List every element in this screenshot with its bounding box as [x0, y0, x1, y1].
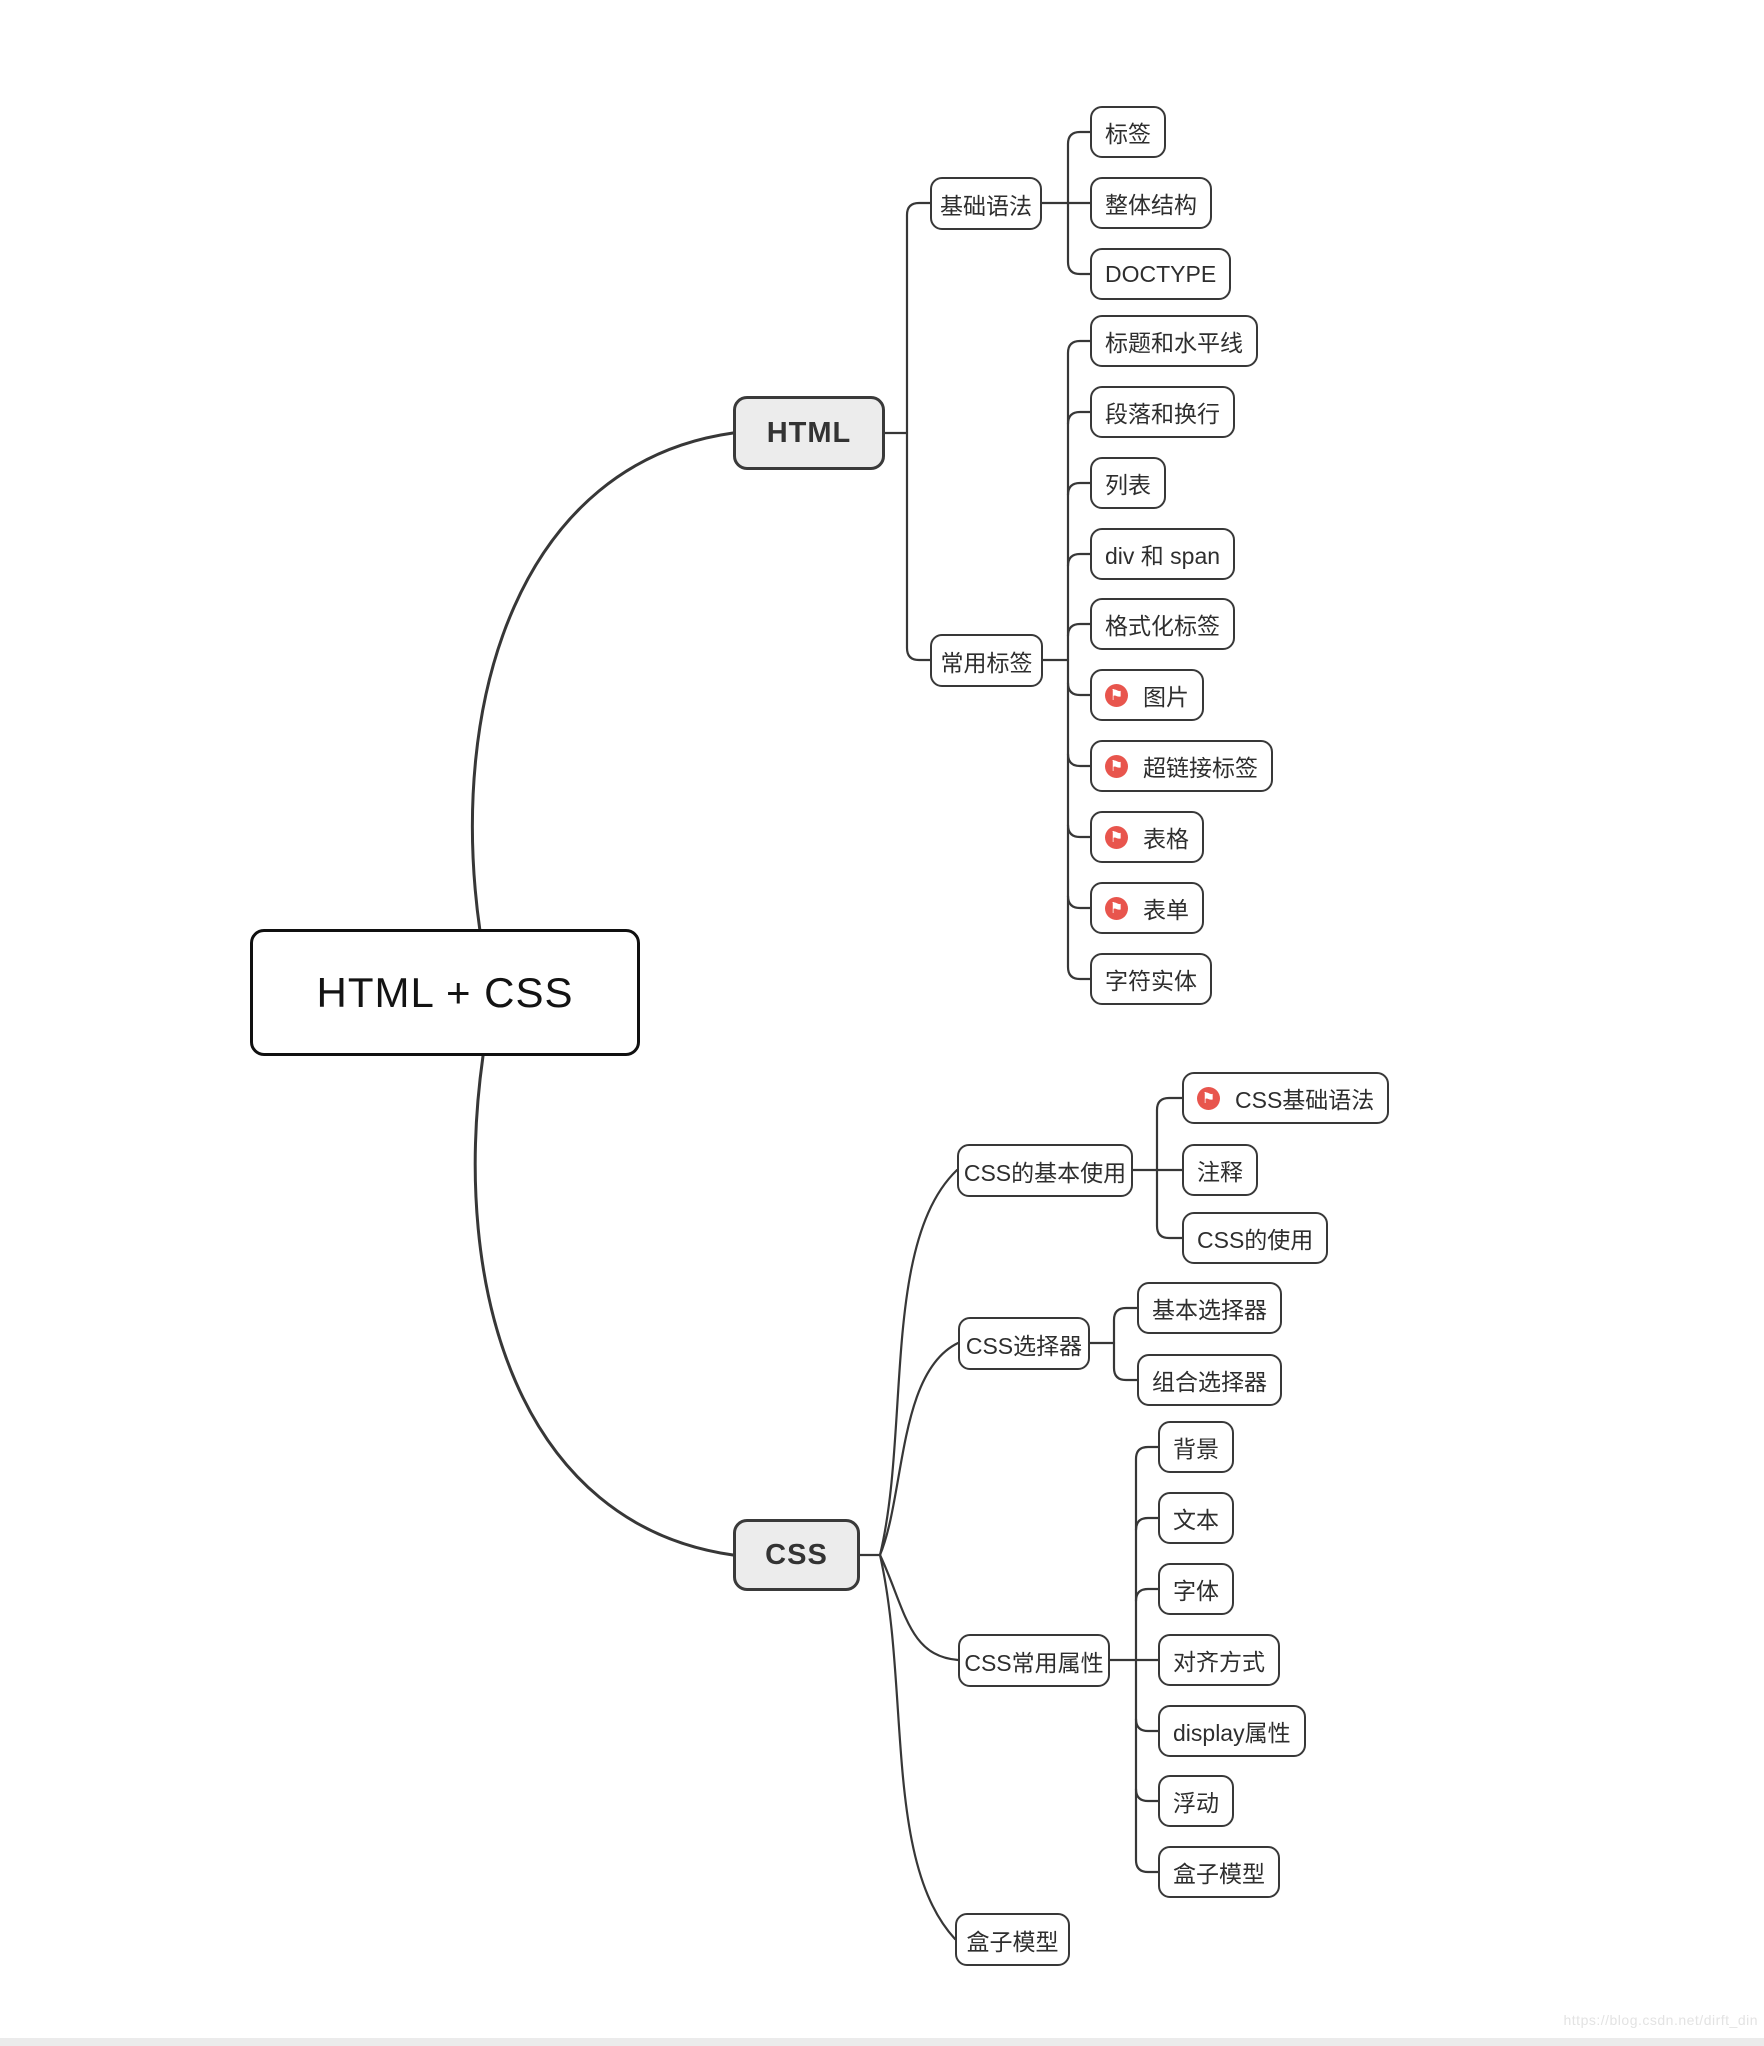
node-box-model[interactable]: 盒子模型	[1158, 1846, 1280, 1898]
node-css[interactable]: CSS	[733, 1519, 860, 1591]
flag-icon: ⚑	[1197, 1086, 1220, 1110]
node-label: CSS的使用	[1197, 1227, 1314, 1253]
node-background[interactable]: 背景	[1158, 1421, 1234, 1473]
node-basic-selector[interactable]: 基本选择器	[1137, 1282, 1282, 1334]
node-css-label: CSS	[765, 1538, 828, 1571]
node-label: 常用标签	[940, 649, 1033, 676]
node-label: CSS的基本使用	[963, 1159, 1127, 1186]
node-char-entity[interactable]: 字符实体	[1090, 953, 1212, 1005]
node-css-selectors[interactable]: CSS选择器	[958, 1317, 1090, 1370]
node-common-tags[interactable]: 常用标签	[930, 634, 1043, 687]
node-label: 段落和换行	[1105, 401, 1220, 427]
node-label: 基本选择器	[1152, 1297, 1267, 1323]
node-label: 盒子模型	[966, 1928, 1059, 1955]
node-label: 字符实体	[1105, 968, 1197, 994]
node-label: 格式化标签	[1105, 613, 1220, 639]
node-css-basic-syntax[interactable]: ⚑ CSS基础语法	[1182, 1072, 1390, 1124]
node-heading-hr[interactable]: 标题和水平线	[1090, 315, 1258, 367]
node-label: 图片	[1143, 684, 1189, 710]
node-tags[interactable]: 标签	[1090, 106, 1166, 158]
node-label: 表单	[1143, 897, 1189, 923]
node-label: 表格	[1143, 826, 1189, 852]
node-comment[interactable]: 注释	[1182, 1144, 1258, 1196]
node-box-model-branch[interactable]: 盒子模型	[955, 1913, 1070, 1966]
node-form[interactable]: ⚑ 表单	[1090, 882, 1204, 934]
node-label: 对齐方式	[1173, 1649, 1265, 1675]
node-font[interactable]: 字体	[1158, 1563, 1234, 1615]
node-paragraph-br[interactable]: 段落和换行	[1090, 386, 1235, 438]
node-root-label: HTML + CSS	[316, 968, 574, 1016]
node-label: 文本	[1173, 1507, 1219, 1533]
node-css-usage[interactable]: CSS的使用	[1182, 1212, 1329, 1264]
node-label: div 和 span	[1105, 543, 1221, 569]
node-label: 基础语法	[940, 192, 1032, 219]
node-table[interactable]: ⚑ 表格	[1090, 811, 1204, 863]
node-root[interactable]: HTML + CSS	[250, 929, 640, 1056]
flag-icon: ⚑	[1105, 896, 1128, 920]
node-label: 背景	[1173, 1436, 1219, 1462]
node-list[interactable]: 列表	[1090, 457, 1166, 509]
node-label: CSS常用属性	[964, 1649, 1104, 1676]
flag-icon: ⚑	[1105, 683, 1128, 707]
watermark-url: https://blog.csdn.net/dirft_din	[1563, 2012, 1758, 2028]
node-label: 超链接标签	[1143, 755, 1258, 781]
node-css-common-properties[interactable]: CSS常用属性	[958, 1634, 1110, 1687]
flag-icon: ⚑	[1105, 754, 1128, 778]
node-overall-structure[interactable]: 整体结构	[1090, 177, 1212, 229]
node-label: 整体结构	[1105, 192, 1197, 218]
node-label: 浮动	[1173, 1790, 1219, 1816]
flag-icon: ⚑	[1105, 825, 1128, 849]
node-image[interactable]: ⚑ 图片	[1090, 669, 1204, 721]
node-label: display属性	[1173, 1720, 1291, 1746]
node-label: 字体	[1173, 1578, 1219, 1604]
node-label: CSS基础语法	[1235, 1087, 1375, 1113]
node-label: 列表	[1105, 472, 1151, 498]
node-format-tags[interactable]: 格式化标签	[1090, 598, 1235, 650]
node-combo-selector[interactable]: 组合选择器	[1137, 1354, 1282, 1406]
node-label: 盒子模型	[1173, 1861, 1265, 1887]
node-html[interactable]: HTML	[733, 396, 885, 470]
node-label: DOCTYPE	[1105, 260, 1217, 287]
node-label: 标题和水平线	[1105, 330, 1243, 356]
node-doctype[interactable]: DOCTYPE	[1090, 248, 1232, 300]
node-float[interactable]: 浮动	[1158, 1775, 1234, 1827]
node-text[interactable]: 文本	[1158, 1492, 1234, 1544]
node-label: CSS选择器	[965, 1332, 1083, 1359]
node-display-property[interactable]: display属性	[1158, 1705, 1306, 1757]
node-html-label: HTML	[766, 416, 852, 449]
node-label: 标签	[1105, 121, 1151, 147]
node-css-basic-usage[interactable]: CSS的基本使用	[957, 1144, 1133, 1197]
node-label: 注释	[1197, 1159, 1243, 1185]
bottom-strip	[0, 2038, 1764, 2046]
node-alignment[interactable]: 对齐方式	[1158, 1634, 1280, 1686]
node-div-span[interactable]: div 和 span	[1090, 528, 1236, 580]
node-basic-syntax[interactable]: 基础语法	[930, 177, 1042, 230]
node-label: 组合选择器	[1152, 1369, 1267, 1395]
node-hyperlink-tag[interactable]: ⚑ 超链接标签	[1090, 740, 1273, 792]
